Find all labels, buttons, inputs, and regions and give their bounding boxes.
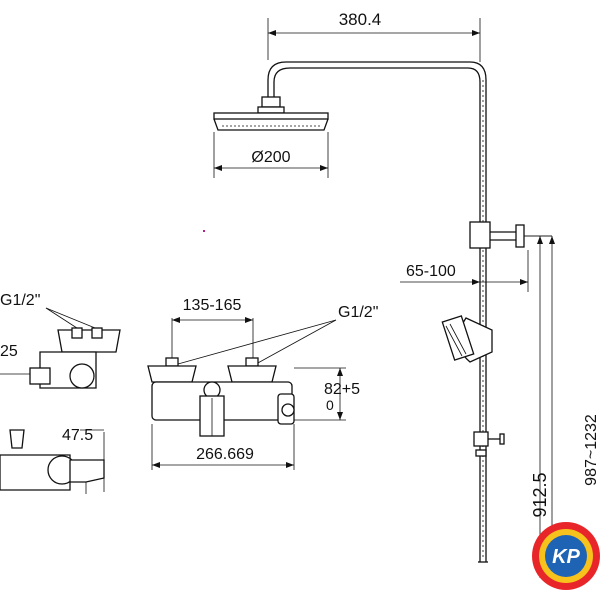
stray-mark — [203, 230, 205, 232]
slide-offset-label: 65-100 — [406, 263, 456, 280]
left-partial-label: 25 — [0, 343, 18, 360]
mixer-front-view: 135-165 G1/2" 82+5 0 266.669 — [147, 297, 378, 470]
wall-offset-label: 82+5 — [324, 381, 360, 398]
shower-arm-assembly: 380.4 Ø200 — [213, 10, 487, 222]
thread-label-right: G1/2" — [338, 304, 378, 321]
mixer-width-label: 266.669 — [196, 446, 254, 463]
left-depth-label: 47.5 — [62, 427, 93, 444]
thread-label-left: G1/2" — [0, 292, 40, 309]
wall-offset-tolerance: 0 — [326, 397, 334, 413]
riser-rail: 65-100 987~1232 912.5 — [400, 80, 600, 578]
mixer-side-view: G1/2" 25 47.5 — [0, 292, 121, 494]
height-range-label: 987~1232 — [583, 414, 600, 486]
inlet-spacing-label: 135-165 — [183, 297, 242, 314]
head-diameter-label: Ø200 — [251, 149, 290, 166]
rail-height-label: 912.5 — [530, 472, 550, 517]
svg-text:KP: KP — [552, 546, 580, 568]
kp-brand-logo: KP — [532, 522, 600, 590]
arm-length-label: 380.4 — [339, 10, 382, 29]
